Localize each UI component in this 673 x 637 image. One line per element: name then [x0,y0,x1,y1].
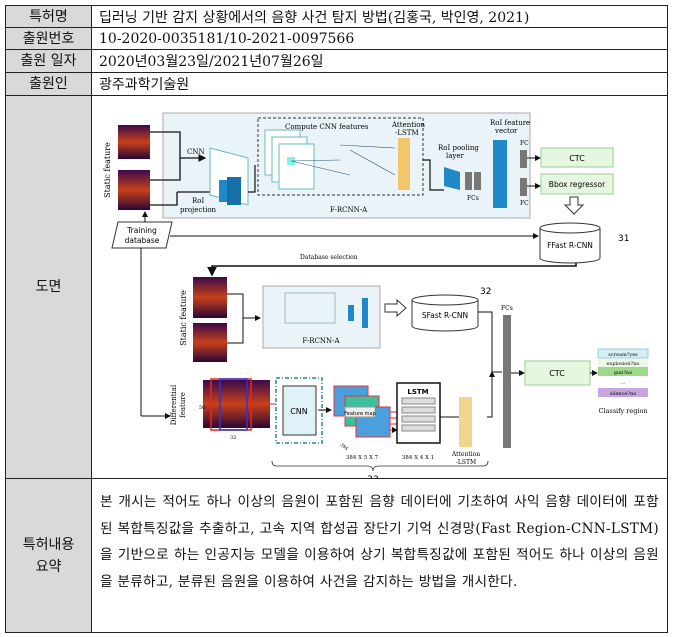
roi-pooling-layer-label: layer [446,152,465,160]
training-database [111,221,173,249]
spectrogram-2 [118,170,150,210]
attention-lstm-label: -LSTM [395,129,419,137]
value-applicant: 광주과학기술원 [91,72,668,96]
dim-50: 50 [199,405,205,411]
label-text: 출원번호 [22,30,75,47]
value-application-number: 10-2020-0035181/10-2021-0097566 [91,27,668,50]
spectrogram-3 [193,277,227,318]
label-text: 도면 [35,279,62,295]
class-ellipsis: ... [621,380,626,386]
architecture-diagram: Static feature CNN RoI projection Comput… [103,112,649,485]
frcnn-a-label: F-RCNN-A [330,206,368,214]
roi-label: RoI [192,197,204,205]
fcs-bar [503,315,511,448]
label-text: 출원 일자 [20,53,77,69]
cnn-box-label: CNN [290,407,308,416]
fcs-label-2: FCs [501,305,513,312]
class-gun: gun?no [614,370,633,376]
label-text: 출원인 [29,76,68,92]
lstm-size: 384 X 4 X 1 [402,455,434,461]
frcnn-a-label-2: F-RCNN-A [302,337,340,345]
label-drawing: 도면 [5,95,92,479]
value-patent-name: 딥러닝 기반 감지 상황에서의 음향 사건 탐지 방법(김홍국, 박인영, 20… [91,5,668,28]
label-application-date: 출원 일자 [5,49,92,73]
label-application-number: 출원번호 [5,27,92,50]
frcnn-a-mini [262,285,381,349]
spectrogram-4 [193,323,227,362]
feature-map-label: Feature map [344,411,376,417]
roi-pooling-label: RoI pooling [438,144,479,152]
dim-384: 384 [339,442,350,452]
ctc-label: CTC [569,154,585,163]
ffast-rcnn-label: FFast R-CNN [547,241,593,250]
label-applicant: 출원인 [5,72,92,96]
static-feature-label: Static feature [103,142,112,198]
database-label: database [125,236,160,245]
drawing-cell: Static feature CNN RoI projection Comput… [91,95,668,485]
ctc-box-top [540,147,614,168]
roi-feature-label: RoI feature [490,119,530,127]
class-explosion: explosion?no [607,361,640,367]
attention-lstm-label-2: -LSTM [456,459,476,466]
differential-spectrogram [203,380,270,428]
class-scream: scream?yes [608,352,638,358]
ref-32: 32 [480,287,491,297]
label-text: 요약 [35,558,62,575]
label-summary: 특허내용 요약 [5,478,92,633]
spectrogram-1 [118,125,150,159]
sfast-rcnn-label: SFast R-CNN [422,311,468,320]
vector-label: vector [494,127,518,135]
classify-region-label: Classify region [598,407,647,415]
cnn-label: CNN [187,148,205,156]
ctc-label-2: CTC [549,369,565,378]
fc-label: FC [520,140,529,147]
attention-lstm-bar [459,397,472,447]
attention-label: Attention [391,121,425,129]
bbox-box [540,173,614,195]
label-patent-name: 특허명 [5,5,92,28]
compute-cnn-label: Compute CNN features [285,123,369,131]
dim-32: 32 [230,435,236,441]
bbox-label: Bbox regressor [549,180,606,189]
feature-map-size: 384 X 5 X 7 [346,455,379,461]
label-text: 특허명 [29,8,68,25]
attention-label-2: Attention [451,451,480,458]
summary-text: 본 개시는 적어도 하나 이상의 음원이 포함된 음향 데이터에 기초하여 사익… [91,478,668,633]
lstm-label: LSTM [407,388,428,396]
fcs-label: FCs [467,195,479,202]
fc-label: FC [520,200,529,207]
differential-label: Differential [170,384,178,425]
label-text: 특허내용 [22,536,75,553]
brace [271,460,489,472]
static-feature-label-2: Static feature [179,290,188,346]
feature-label: feature [179,392,187,418]
ctc-box-bottom [524,360,591,386]
database-selection-label: Database selection [300,254,358,261]
ref-31: 31 [618,234,629,244]
projection-label: projection [180,206,217,214]
class-silence: silence?no [610,391,637,397]
training-label: Training [126,226,157,235]
value-application-date: 2020년03월23일/2021년07월26일 [91,49,668,73]
